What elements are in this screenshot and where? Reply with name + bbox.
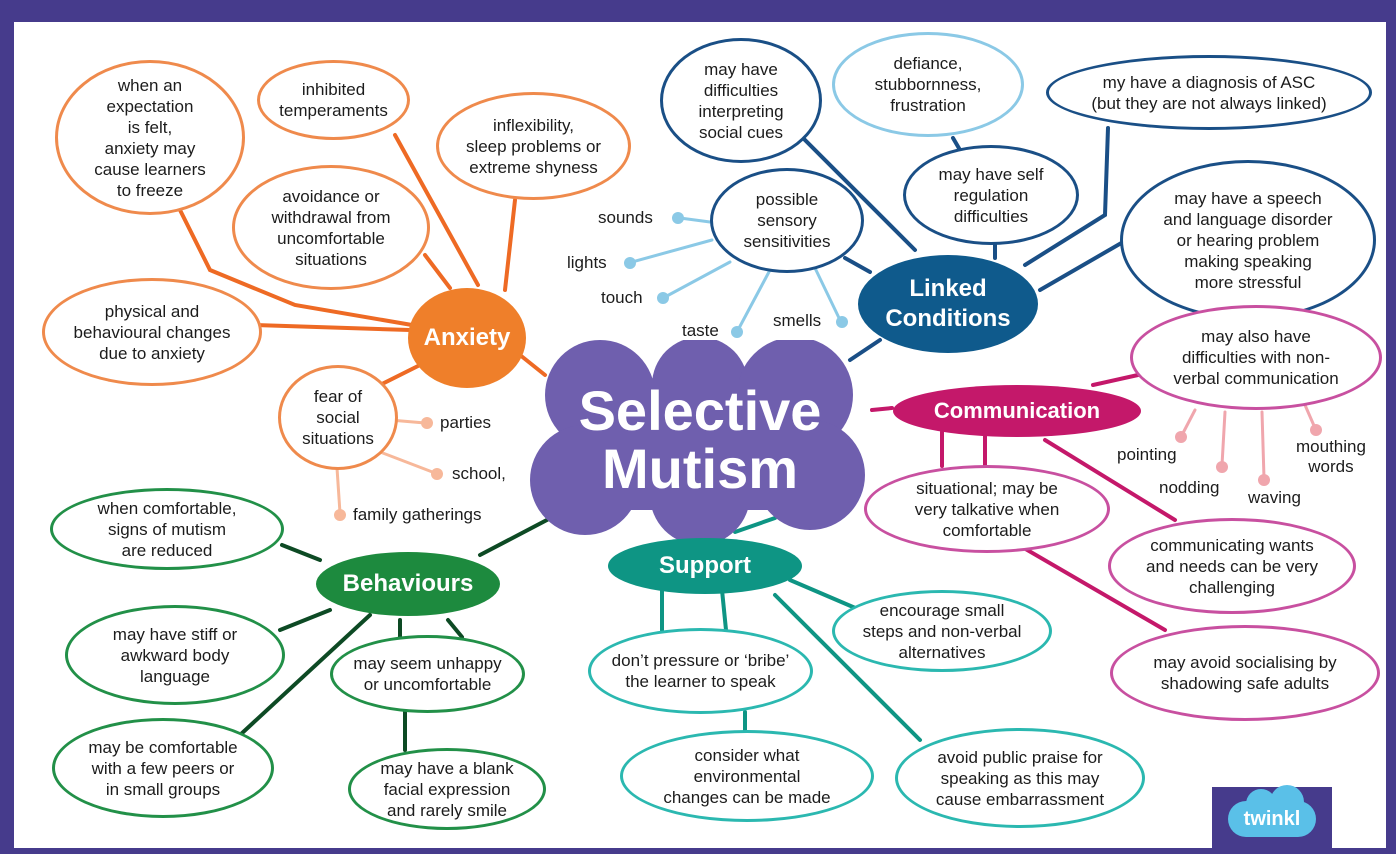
line-beh-peers <box>238 613 372 737</box>
anxiety-inflexibility-bubble: inflexibility, sleep problems or extreme… <box>436 92 631 200</box>
nonverbal-example-pointing: pointing <box>1117 445 1177 464</box>
fear-example-school: school, <box>452 464 506 483</box>
anxiety-freeze-bubble: when an expectation is felt, anxiety may… <box>55 60 245 215</box>
smells-dot <box>836 316 848 328</box>
linked-sensory-bubble: possible sensory sensitivities <box>710 168 864 273</box>
parties-dot <box>421 417 433 429</box>
line-linked-sensory <box>843 256 872 274</box>
line-anxiety-inflexibility <box>503 198 517 292</box>
beh-stiff-bubble: may have stiff or awkward body language <box>65 605 285 705</box>
twinkl-logo: twinkl <box>1212 785 1332 848</box>
anxiety-physical-bubble: physical and behavioural changes due to … <box>42 278 262 386</box>
line-sup-smallsteps <box>788 578 862 612</box>
family-dot <box>334 509 346 521</box>
fear-example-parties: parties <box>440 413 492 432</box>
line-sup-praise <box>773 593 922 742</box>
beh-unhappy-bubble: may seem unhappy or uncomfortable <box>330 635 525 713</box>
sup-praise-bubble: avoid public praise for speaking as this… <box>895 728 1145 828</box>
line-anxiety-temperaments <box>393 133 480 287</box>
waving-dot <box>1258 474 1270 486</box>
center-topic: Selective Mutism <box>530 337 870 545</box>
line-anxiety-avoidance <box>423 253 452 290</box>
hub-behaviours: Behaviours <box>316 552 500 616</box>
linked-defiance-bubble: defiance, stubbornness, frustration <box>832 32 1024 137</box>
nonverbal-example-nodding: nodding <box>1159 478 1220 497</box>
sensory-example-smells: smells <box>773 311 822 330</box>
line-sensory-smells <box>813 266 842 322</box>
nodding-dot <box>1216 461 1228 473</box>
line-sup-center <box>733 516 777 534</box>
sup-small-steps-bubble: encourage small steps and non-verbal alt… <box>832 590 1052 672</box>
sensory-example-sounds: sounds <box>598 208 653 227</box>
line-comm-wants <box>1043 438 1177 522</box>
linked-social-cues-bubble: may have difficulties interpreting socia… <box>660 38 822 163</box>
line-comm-nonverbal <box>1091 373 1140 387</box>
line-nonverbal-mouthing <box>1303 403 1317 430</box>
line-fear-school <box>373 448 437 475</box>
mouthing-dot <box>1310 424 1322 436</box>
sup-environment-bubble: consider what environmental changes can … <box>620 730 874 822</box>
anxiety-fear-bubble: fear of social situations <box>278 365 398 470</box>
sensory-example-taste: taste <box>682 321 719 340</box>
center-title: Selective Mutism <box>578 379 822 500</box>
line-beh-stiff <box>278 608 332 632</box>
sensory-example-lights: lights <box>567 253 607 272</box>
hub-anxiety: Anxiety <box>408 288 526 388</box>
hub-communication: Communication <box>893 385 1141 437</box>
center-cloud-shape <box>530 337 865 545</box>
line-beh-unhappy-b <box>446 618 464 639</box>
anxiety-avoidance-bubble: avoidance or withdrawal from uncomfortab… <box>232 165 430 290</box>
taste-dot <box>731 326 743 338</box>
line-comm-shadowing <box>1008 538 1167 632</box>
line-nonverbal-waving <box>1260 410 1266 480</box>
line-anxiety-freeze <box>173 198 414 327</box>
comm-nonverbal-bubble: may also have difficulties with non- ver… <box>1130 305 1382 410</box>
logo-text: twinkl <box>1243 807 1301 830</box>
line-beh-comfortable <box>280 543 322 562</box>
line-sensory-touch <box>663 260 732 299</box>
beh-peers-bubble: may be comfortable with a few peers or i… <box>52 718 274 818</box>
linked-asc-bubble: my have a diagnosis of ASC (but they are… <box>1046 55 1372 130</box>
hub-linked-conditions: Linked Conditions <box>858 255 1038 353</box>
linked-self-regulation-bubble: may have self regulation difficulties <box>903 145 1079 245</box>
sounds-dot <box>672 212 684 224</box>
line-nonverbal-pointing <box>1180 408 1197 437</box>
line-linked-cues <box>783 118 917 252</box>
school-dot <box>431 468 443 480</box>
line-linked-speech <box>1038 236 1132 292</box>
comm-situational-bubble: situational; may be very talkative when … <box>864 465 1110 553</box>
fear-example-family: family gatherings <box>353 505 482 524</box>
touch-dot <box>657 292 669 304</box>
sensory-example-touch: touch <box>601 288 643 307</box>
line-anxiety-center <box>518 353 547 377</box>
hub-support: Support <box>608 538 802 594</box>
line-comm-center <box>870 406 894 412</box>
line-sensory-sounds <box>678 216 712 224</box>
anxiety-temperaments-bubble: inhibited temperaments <box>257 60 410 140</box>
line-linked-asc <box>1023 126 1110 267</box>
line-sensory-lights <box>630 238 714 264</box>
line-sup-pressure-b <box>720 588 728 632</box>
linked-speech-bubble: may have a speech and language disorder … <box>1120 160 1376 320</box>
line-anxiety-fear <box>378 363 422 387</box>
lights-dot <box>624 257 636 269</box>
nonverbal-example-mouthing: mouthing words <box>1296 437 1366 476</box>
beh-comfortable-bubble: when comfortable, signs of mutism are re… <box>50 488 284 570</box>
sup-pressure-bubble: don’t pressure or ‘bribe’ the learner to… <box>588 628 813 714</box>
line-fear-family <box>335 466 342 515</box>
line-anxiety-physical <box>253 323 412 332</box>
nonverbal-example-waving: waving <box>1248 488 1301 507</box>
line-linked-center <box>848 338 882 362</box>
line-sensory-taste <box>736 268 772 332</box>
line-nonverbal-nodding <box>1220 410 1227 467</box>
logo-cloud-shape <box>1228 785 1316 837</box>
pointing-dot <box>1175 431 1187 443</box>
comm-shadowing-bubble: may avoid socialising by shadowing safe … <box>1110 625 1380 721</box>
beh-blank-bubble: may have a blank facial expression and r… <box>348 748 546 830</box>
comm-wants-bubble: communicating wants and needs can be ver… <box>1108 518 1356 614</box>
